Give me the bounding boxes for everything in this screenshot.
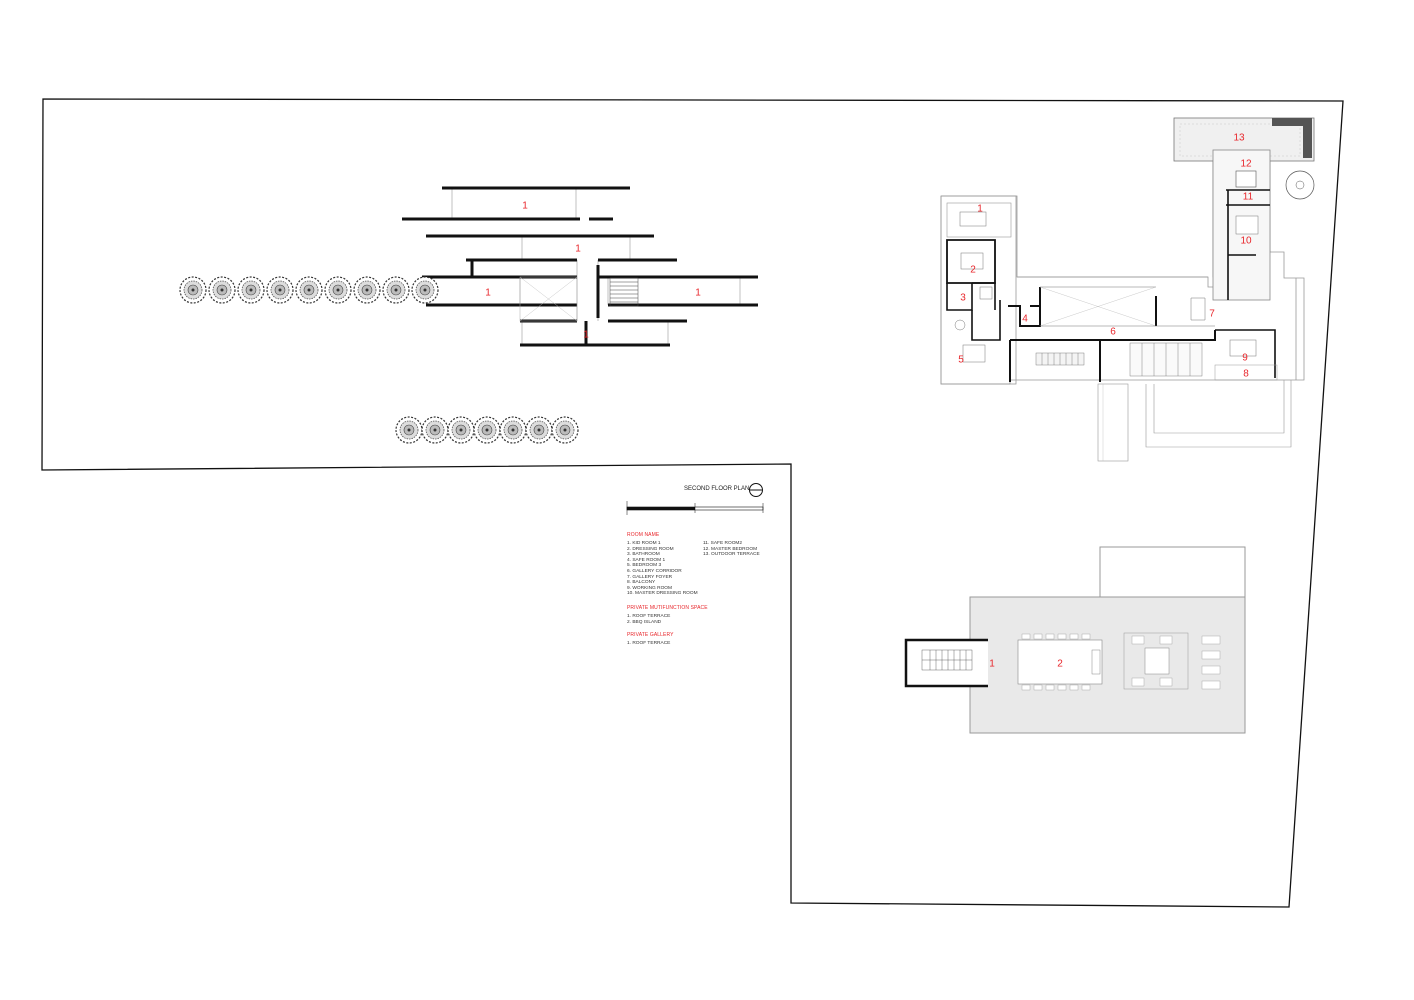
room-number: 7 [1209,309,1215,320]
main-house-plan [940,117,1315,462]
legend-item: 6. GALLERY CORRIDOR [627,568,682,574]
tree-row-lower [395,416,579,444]
legend-item: 11. SAFE ROOM2 [703,541,743,546]
north-arrow-icon [749,483,763,497]
room-number: 1 [485,288,491,299]
legend-item: 2. BBQ ISLAND [627,619,662,625]
legend-item: 9. WORKING ROOM [627,585,673,591]
tree-icon [382,276,410,304]
room-number: 5 [958,355,964,366]
legend-header: PRIVATE MUTIFUNCTION SPACE [627,605,708,611]
room-number: 1 [695,288,701,299]
legend-item: 12. MASTER BEDROOM [703,546,758,552]
tree-icon [551,416,579,444]
room-number: 1 [989,659,995,670]
scale-bar-icon [626,501,764,515]
legend-item: 3. BATHROOM [627,552,660,558]
legend-item: 7. GALLERY FOYER [627,574,673,580]
site-boundary [41,98,1344,908]
room-number: 13 [1233,133,1245,144]
legend-column-2: 11. SAFE ROOM2 12. MASTER BEDROOM 13. OU… [703,541,760,558]
tree-icon [525,416,553,444]
legend-gallery: PRIVATE GALLERY 1. ROOF TERRACE [627,632,674,647]
tree-icon [353,276,381,304]
tree-icon [266,276,294,304]
room-number: 6 [1110,327,1116,338]
tree-icon [237,276,265,304]
tree-icon [421,416,449,444]
room-number: 2 [970,265,976,276]
room-number: 9 [1242,353,1248,364]
tree-row-upper [179,276,439,304]
room-number: 2 [1057,659,1063,670]
legend-item: 10. MASTER DRESSING ROOM [627,591,698,597]
legend-item: 8. BALCONY [627,580,656,586]
tree-icon [411,276,439,304]
legend-item: 4. SAFE ROOM 1 [627,557,666,563]
stair-icon [1035,342,1203,377]
legend-item: 1. ROOF TERRACE [627,641,671,646]
room-number: 4 [1022,314,1028,325]
tree-icon [473,416,501,444]
room-number: 1 [583,330,589,341]
legend-item: 5. BEDROOM 3 [627,563,662,569]
tree-icon [447,416,475,444]
room-number: 1 [522,201,528,212]
tree-icon [395,416,423,444]
tree-icon [179,276,207,304]
stair-icon [921,649,973,671]
legend-item: 1. ROOF TERRACE [627,614,671,619]
room-number: 3 [960,293,966,304]
tree-icon [324,276,352,304]
legend-item: 2. DRESSING ROOM [627,546,674,552]
tree-icon [295,276,323,304]
legend-header: ROOM NAME [627,532,660,538]
legend-item: 13. OUTDOOR TERRACE [703,552,760,558]
legend-room-name: ROOM NAME 1. KID ROOM 1 2. DRESSING ROOM… [627,532,760,597]
room-number: 1 [977,204,983,215]
multifunction-space-plan [904,546,1246,734]
drawing-title: SECOND FLOOR PLAN [684,486,750,492]
tree-icon [208,276,236,304]
room-number: 8 [1243,369,1249,380]
room-number: 11 [1243,192,1254,203]
private-gallery-plan [402,186,758,347]
legend-header: PRIVATE GALLERY [627,632,674,638]
legend-multifunction: PRIVATE MUTIFUNCTION SPACE 1. ROOF TERRA… [627,605,708,625]
stair-icon [609,277,639,307]
tree-icon [499,416,527,444]
room-number: 1 [575,244,581,255]
legend-item: 1. KID ROOM 1 [627,541,661,546]
room-number: 10 [1240,236,1252,247]
room-number: 12 [1240,159,1252,170]
legend-column-1: 1. KID ROOM 1 2. DRESSING ROOM 3. BATHRO… [627,541,698,597]
